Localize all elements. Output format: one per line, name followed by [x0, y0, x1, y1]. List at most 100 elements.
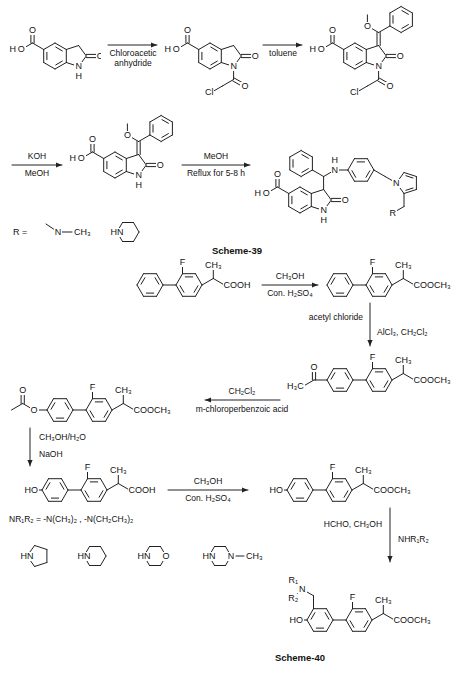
bond-line: [42, 490, 49, 501]
bond-line: [313, 490, 326, 491]
reaction-arrowhead: [56, 162, 62, 167]
bond-line: [161, 116, 172, 123]
bond-line: [66, 46, 78, 50]
atom-label: HN: [110, 228, 125, 237]
bond-line: [176, 274, 183, 285]
atom-label: HN: [20, 552, 35, 561]
bond-line: [366, 369, 373, 380]
bond-line: [106, 161, 107, 168]
bond-line: [291, 483, 295, 490]
bond-line: [347, 380, 354, 391]
bond-line: [373, 296, 386, 297]
bond-line: [348, 170, 355, 181]
bond-line: [126, 159, 127, 172]
bond-line: [172, 122, 173, 135]
bond-line: [406, 176, 413, 178]
bond-line: [344, 491, 348, 498]
bond-line: [293, 160, 294, 168]
bond-line: [56, 61, 63, 65]
atom-label: COOCH₃: [393, 616, 432, 625]
bond-line: [46, 483, 50, 490]
bond-line: [364, 621, 368, 628]
bond-line: [347, 285, 354, 296]
bond-line: [377, 33, 378, 46]
scheme-title: Scheme-40: [274, 653, 326, 663]
bond-line: [375, 371, 382, 372]
bond-line: [116, 170, 123, 174]
bond-line: [163, 285, 176, 286]
bond-line: [301, 191, 308, 195]
bond-line: [390, 7, 401, 14]
bond-line: [116, 156, 123, 160]
bond-line: [67, 399, 74, 410]
bond-line: [294, 501, 307, 502]
reagent-label: acetyl chloride: [308, 313, 364, 323]
bond-line: [333, 478, 346, 479]
atom-label: R₂: [287, 594, 299, 603]
bond-line: [150, 565, 161, 566]
bond-line: [384, 286, 388, 293]
bond-line: [327, 620, 334, 631]
bond-line: [354, 181, 367, 182]
atom-label: O: [156, 161, 165, 170]
bond-line: [379, 26, 390, 33]
bond-line: [345, 278, 349, 285]
bond-line: [401, 26, 412, 33]
bond-line: [326, 479, 333, 490]
atom-label: Cl: [204, 88, 215, 97]
bond-line: [301, 205, 308, 209]
bond-line: [305, 483, 309, 490]
bond-line: [355, 43, 366, 50]
bond-line: [366, 50, 367, 63]
bond-line: [176, 285, 183, 296]
bond-line: [287, 479, 294, 490]
bond-line: [62, 490, 69, 501]
bond-line: [291, 196, 292, 203]
bond-line: [93, 152, 104, 159]
bond-line: [347, 274, 354, 285]
bond-line: [99, 491, 103, 498]
atom-label: O: [162, 552, 171, 561]
bond-line: [202, 279, 213, 286]
atom-label: CH₃: [204, 261, 223, 270]
scheme-title: Scheme-39: [211, 246, 263, 256]
reaction-arrowhead: [296, 42, 302, 47]
bond-line: [386, 274, 393, 285]
bond-line: [90, 411, 94, 418]
bond-line: [325, 613, 329, 620]
bond-line: [290, 170, 301, 177]
bond-line: [307, 620, 314, 631]
reagent-label: NHR₁R₂: [397, 535, 430, 545]
atom-label: R: [389, 209, 398, 218]
bond-line: [373, 368, 386, 369]
bond-line: [188, 43, 199, 50]
bond-line: [106, 399, 113, 410]
bond-line: [103, 159, 104, 172]
bond-line: [307, 479, 314, 490]
bond-line: [146, 293, 153, 294]
bond-line: [234, 46, 242, 57]
bond-line: [73, 410, 86, 411]
bond-line: [390, 508, 391, 562]
atom-label: O: [77, 154, 86, 163]
bond-line: [182, 165, 250, 166]
bond-line: [386, 369, 393, 380]
bond-line: [313, 596, 314, 609]
bond-line: [183, 296, 196, 297]
bond-line: [346, 620, 353, 631]
bond-line: [323, 177, 324, 190]
bond-line: [302, 155, 309, 159]
atom-label: CH₃: [114, 386, 133, 395]
bond-line: [210, 43, 221, 50]
bond-line: [367, 80, 378, 87]
bond-line: [380, 33, 381, 46]
bond-line: [46, 52, 47, 59]
bond-line: [307, 490, 314, 501]
bond-line: [150, 116, 161, 123]
bond-line: [139, 155, 147, 166]
bond-line: [198, 50, 199, 63]
bond-line: [345, 373, 349, 380]
atom-label: CH₃: [73, 228, 92, 237]
bond-line: [327, 369, 334, 380]
bond-line: [302, 169, 309, 173]
